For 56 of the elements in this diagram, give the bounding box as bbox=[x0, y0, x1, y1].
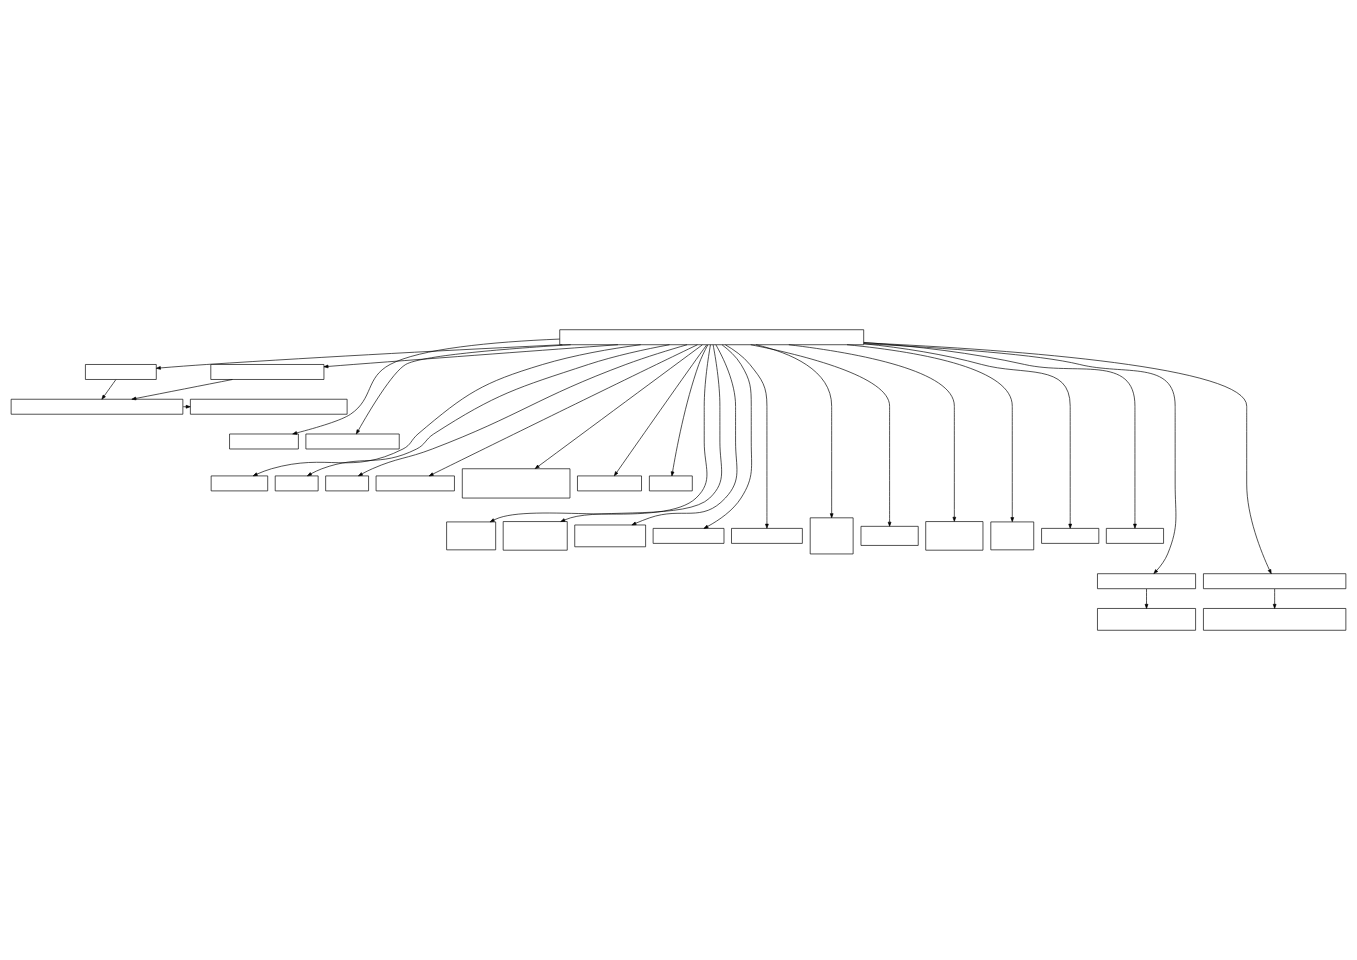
node-box bbox=[577, 475, 642, 492]
arrow bbox=[356, 344, 571, 435]
arrow bbox=[1144, 588, 1149, 609]
arrow bbox=[358, 344, 688, 477]
arrow bbox=[725, 344, 769, 529]
node-box bbox=[502, 521, 568, 551]
arrow bbox=[1272, 588, 1277, 609]
arrow bbox=[863, 343, 1177, 574]
node-box bbox=[325, 475, 369, 492]
arrow bbox=[614, 344, 707, 477]
arrow bbox=[307, 344, 670, 477]
node-box bbox=[1203, 573, 1347, 590]
arrow bbox=[428, 344, 698, 477]
node-box bbox=[860, 526, 919, 546]
node-box bbox=[85, 364, 157, 380]
arrow bbox=[323, 344, 619, 369]
arrow bbox=[750, 344, 892, 527]
node-box bbox=[190, 398, 348, 415]
arrow bbox=[534, 344, 703, 469]
node-box bbox=[731, 528, 803, 544]
node-box bbox=[210, 475, 269, 492]
node-box bbox=[1203, 608, 1347, 631]
arrow bbox=[703, 344, 752, 529]
node-box bbox=[1041, 528, 1100, 544]
node-box bbox=[274, 475, 319, 492]
node-box bbox=[1097, 608, 1196, 631]
arrow bbox=[631, 344, 738, 526]
arrow bbox=[292, 338, 560, 435]
node-box bbox=[446, 521, 496, 551]
arrow bbox=[182, 404, 191, 409]
node-box bbox=[305, 433, 400, 450]
node-box bbox=[990, 521, 1035, 551]
arrow bbox=[156, 344, 563, 370]
arrow bbox=[489, 344, 711, 523]
node-box bbox=[809, 517, 854, 555]
arrow bbox=[863, 342, 1272, 575]
node-box bbox=[574, 524, 646, 548]
node-box bbox=[210, 364, 325, 380]
node-box bbox=[925, 521, 984, 551]
arrow bbox=[863, 343, 1072, 529]
node-box bbox=[652, 528, 725, 544]
node-box bbox=[559, 329, 865, 346]
arrow bbox=[252, 344, 641, 477]
arrow bbox=[846, 344, 1015, 522]
arrow bbox=[560, 344, 722, 522]
arrow bbox=[863, 342, 1137, 529]
node-box bbox=[375, 475, 455, 492]
node-box bbox=[1106, 528, 1164, 544]
node-box bbox=[1097, 573, 1196, 590]
arrow bbox=[131, 379, 233, 401]
arrow bbox=[755, 344, 834, 519]
arrow bbox=[101, 379, 117, 400]
node-box bbox=[461, 468, 571, 499]
arrow bbox=[788, 344, 957, 522]
arrow bbox=[670, 344, 709, 477]
node-box bbox=[649, 475, 693, 492]
